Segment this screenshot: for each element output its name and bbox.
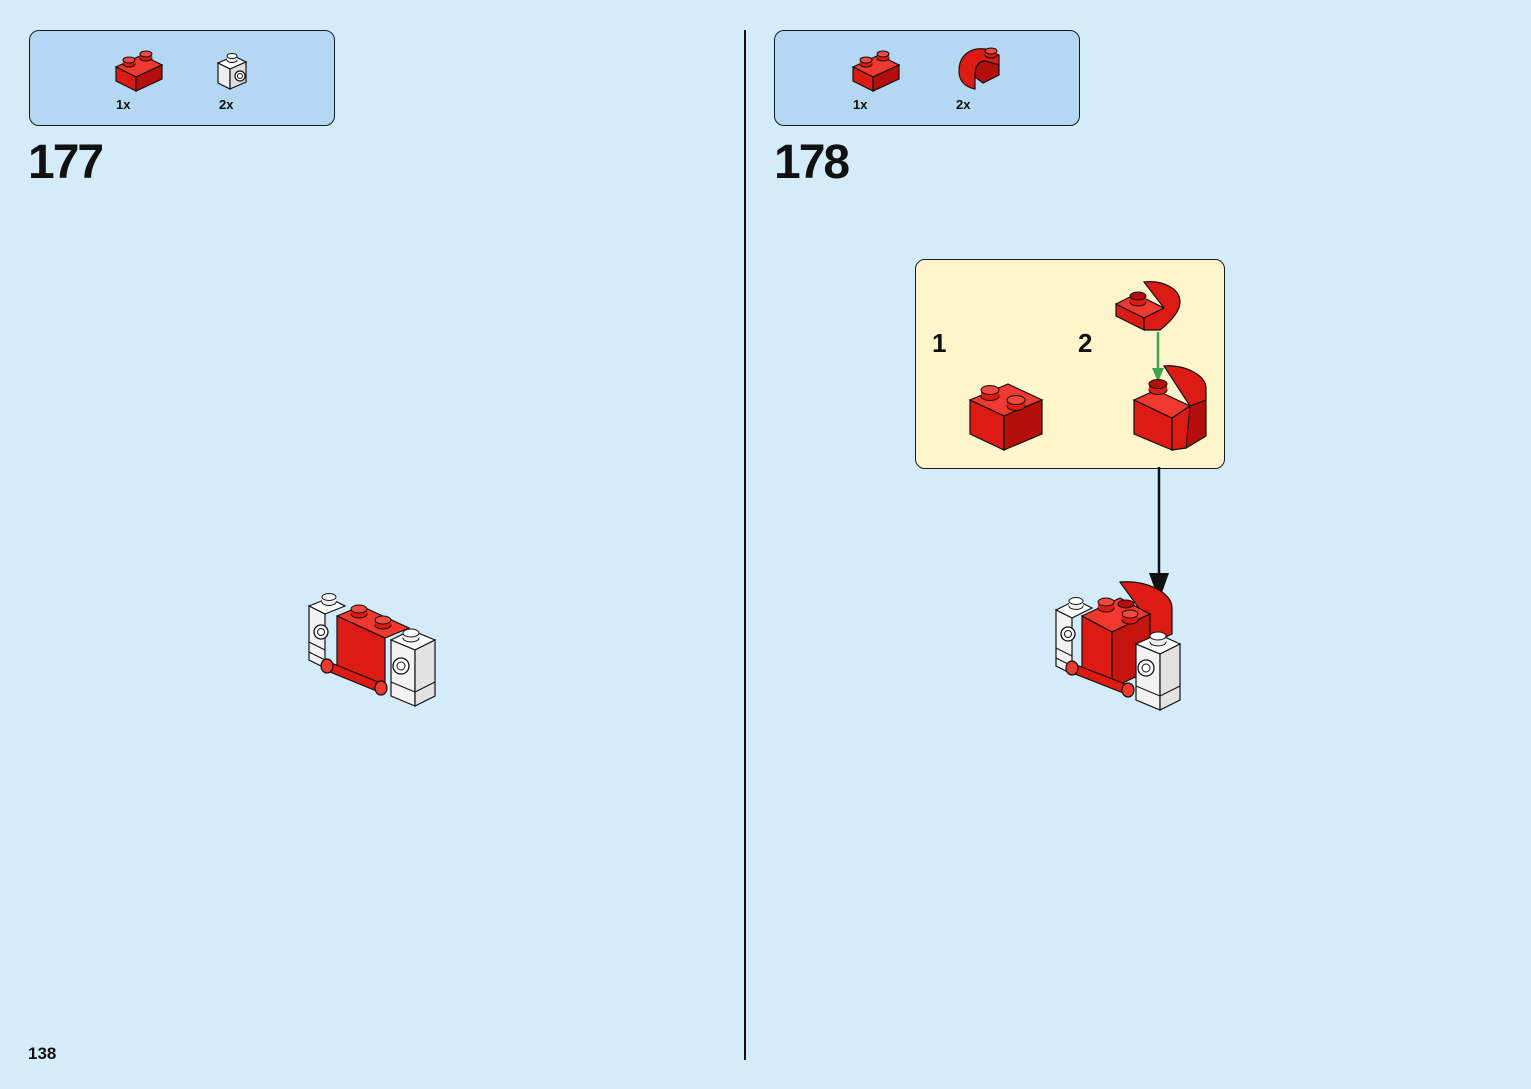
parts-list-box-177: 1x 2x	[29, 30, 335, 126]
sub-step-callout: 1 2	[915, 259, 1225, 469]
model-assembly-178	[1054, 581, 1182, 711]
green-arrow-icon	[1152, 332, 1164, 382]
part-quantity: 2x	[219, 97, 234, 112]
red-curved-slope-icon	[958, 47, 1000, 90]
sub-step-number: 1	[932, 328, 947, 358]
part-quantity: 2x	[956, 97, 971, 112]
step-number: 177	[28, 136, 104, 189]
red-1x2-brick-icon	[968, 383, 1044, 451]
step-number: 178	[774, 136, 850, 189]
black-arrow-icon	[1149, 467, 1169, 601]
parts-list-box-178: 1x 2x	[774, 30, 1080, 126]
part-quantity: 1x	[116, 97, 131, 112]
page-number: 138	[28, 1044, 57, 1063]
red-assembled-sub-model-icon	[1132, 365, 1207, 451]
sub-step-number: 2	[1078, 328, 1093, 358]
red-1x2-brick-icon	[851, 50, 901, 92]
model-assembly-177	[307, 593, 437, 707]
page-divider	[744, 30, 746, 1060]
white-1x1-brick-with-side-stud-icon	[216, 53, 248, 90]
red-curved-slope-icon	[1114, 281, 1181, 331]
red-1x2-brick-icon	[114, 50, 164, 92]
part-quantity: 1x	[853, 97, 868, 112]
